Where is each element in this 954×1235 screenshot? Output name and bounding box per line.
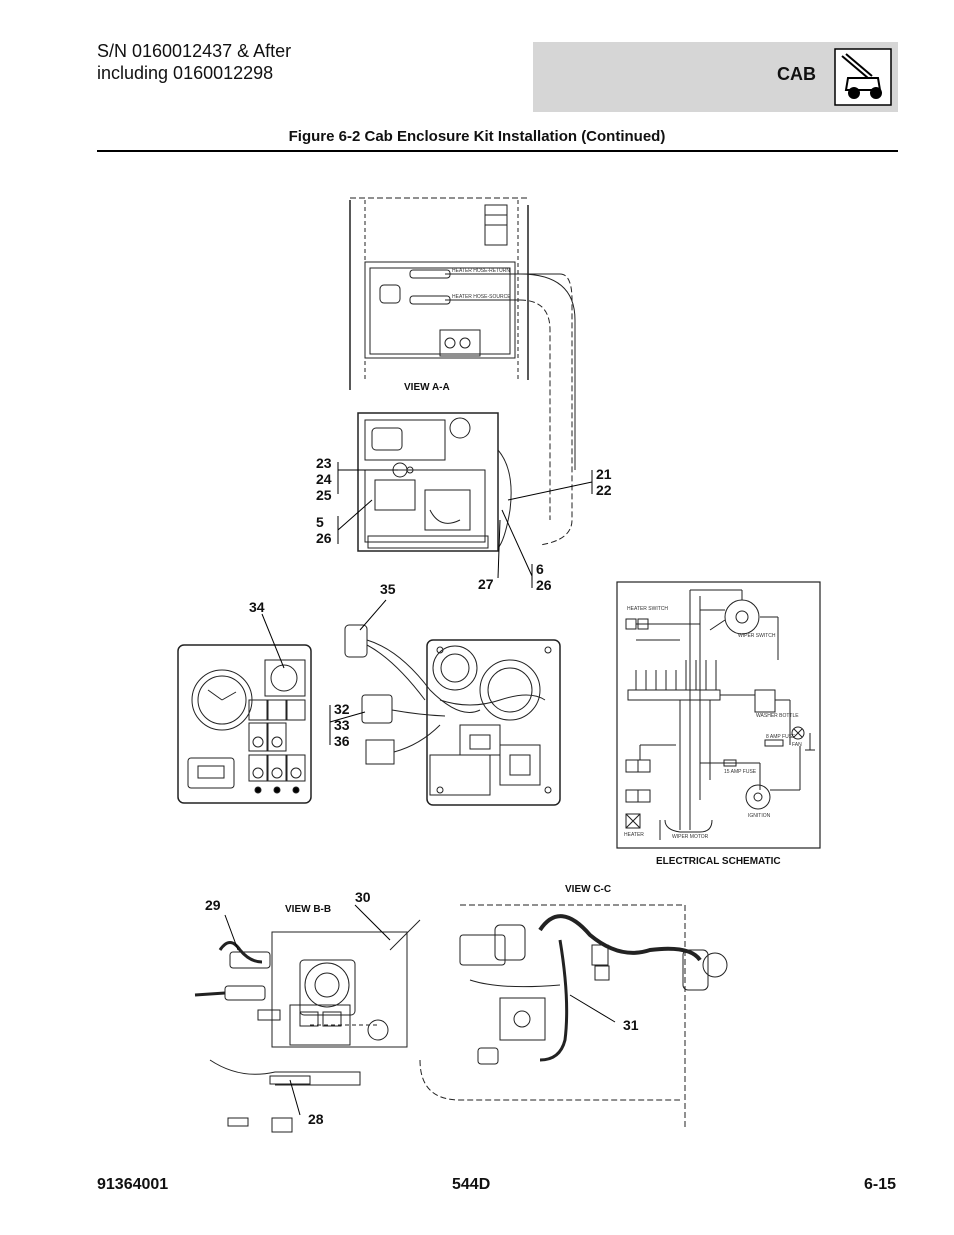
fan-label: FAN [792,742,802,748]
hose-source-label: HEATER HOSE-SOURCE [452,294,511,300]
view-bb-drawing [194,904,421,1133]
serial-line-2: including 0160012298 [97,63,274,83]
serial-line-1: S/N 0160012437 & After [97,41,292,61]
harness-connectors-drawing [329,599,481,765]
panel-back-drawing [426,639,561,806]
callout-30: 30 [355,889,371,905]
callout-21-22: 21 22 [596,466,612,498]
callout-23-25: 23 24 25 [316,455,332,503]
section-title: CAB [777,64,816,84]
fuse-15amp-label: 15 AMP FUSE [724,769,757,775]
section-header-box: CAB [533,42,898,112]
doc-number: 91364001 [97,1176,169,1193]
callout-31: 31 [623,1017,639,1033]
hose-return-label: HEATER HOSE-RETURN [452,268,510,274]
callout-32-36: 32 33 36 [334,701,350,749]
gauge-panel-drawing [177,613,312,804]
callout-5-26: 5 26 [316,514,332,546]
view-aa-drawing [349,197,576,546]
model-number: 544D [452,1176,491,1193]
view-aa-label: VIEW A-A [404,382,450,393]
view-cc-label: VIEW C-C [565,884,612,895]
schematic-drawing [616,581,821,849]
serial-number-header: S/N 0160012437 & After including 0160012… [97,40,517,84]
callout-35: 35 [380,581,396,597]
view-cc-drawing [419,904,728,1130]
page-number: 6-15 [864,1176,897,1193]
wiper-switch-label: WIPER SWITCH [738,633,776,639]
callout-28: 28 [308,1111,324,1127]
header-divider [97,150,898,152]
heater-assembly-drawing [357,412,512,552]
figure-title: Figure 6-2 Cab Enclosure Kit Installatio… [288,128,666,145]
view-bb-label: VIEW B-B [285,904,332,915]
washer-bottle-label: WASHER BOTTLE [756,713,799,719]
schematic-label: ELECTRICAL SCHEMATIC [656,856,781,867]
callout-6-26: 6 26 [536,561,552,593]
heater-label: HEATER [624,832,644,838]
wiper-motor-label: WIPER MOTOR [672,834,709,840]
callout-27: 27 [478,576,494,592]
callout-34: 34 [249,599,265,615]
callout-29: 29 [205,897,221,913]
telehandler-icon [834,48,892,106]
schematic-annotations: HEATER SWITCH WIPER SWITCH WASHER BOTTLE… [452,268,802,840]
ignition-label: IGNITION [748,813,771,819]
fuse-8amp-label: 8 AMP FUSE [766,734,796,740]
heater-switch-label: HEATER SWITCH [627,606,668,612]
